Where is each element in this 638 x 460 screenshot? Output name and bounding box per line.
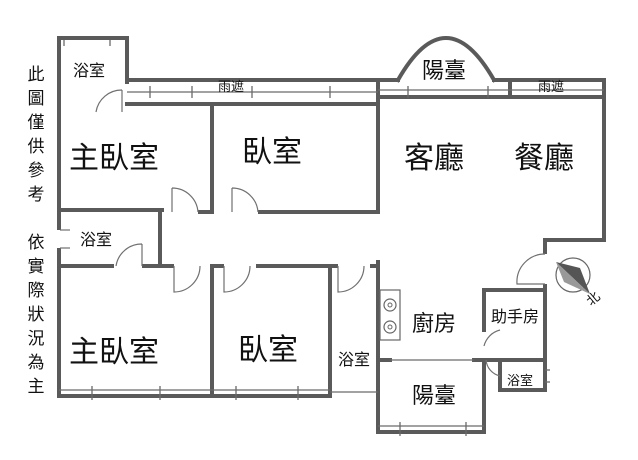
- room-bathroom-middle: 浴室: [80, 230, 112, 249]
- stove: [379, 289, 401, 341]
- disclaimer-char-7: 依: [28, 233, 45, 253]
- room-dining-room: 餐廳: [514, 141, 574, 176]
- disclaimer-char-12: 為: [28, 353, 45, 373]
- room-bathroom-top: 浴室: [73, 61, 105, 80]
- label-canopy-left: 雨遮: [218, 79, 244, 95]
- doors: [60, 89, 546, 377]
- windows: [59, 36, 604, 436]
- room-bathroom-small: 浴室: [507, 373, 533, 389]
- disclaimer-char-3: 僅: [28, 113, 45, 133]
- compass-icon: 北: [555, 257, 604, 309]
- room-bedroom-top: 臥室: [242, 135, 302, 170]
- room-labels: 浴室 雨遮 陽臺 雨遮 主臥室 臥室 客廳 餐廳 浴室 主臥室 臥室 浴室 廚房…: [69, 59, 574, 409]
- room-maid-room: 助手房: [491, 307, 539, 326]
- disclaimer-char-9: 際: [28, 281, 45, 301]
- disclaimer: 此 圖 僅 供 參 考 依 實 際 狀 況 為 主: [28, 65, 45, 397]
- disclaimer-char-11: 況: [28, 329, 45, 349]
- disclaimer-char-4: 供: [28, 137, 45, 157]
- room-balcony-top: 陽臺: [422, 59, 466, 84]
- disclaimer-char-10: 狀: [28, 305, 45, 325]
- room-kitchen: 廚房: [412, 312, 456, 337]
- room-master-bedroom-bottom: 主臥室: [69, 335, 159, 370]
- disclaimer-char-8: 實: [28, 257, 45, 277]
- disclaimer-char-2: 圖: [28, 89, 45, 109]
- label-canopy-right: 雨遮: [538, 79, 564, 95]
- walls: [57, 36, 606, 434]
- room-bathroom-lower: 浴室: [338, 350, 370, 369]
- room-balcony-bottom: 陽臺: [412, 384, 456, 409]
- disclaimer-char-13: 主: [28, 377, 45, 397]
- room-bedroom-bottom: 臥室: [238, 333, 298, 368]
- room-master-bedroom-top: 主臥室: [69, 141, 159, 176]
- disclaimer-char-5: 參: [28, 161, 45, 181]
- disclaimer-char-1: 此: [28, 65, 45, 85]
- disclaimer-char-6: 考: [28, 185, 45, 205]
- room-living-room: 客廳: [404, 141, 464, 176]
